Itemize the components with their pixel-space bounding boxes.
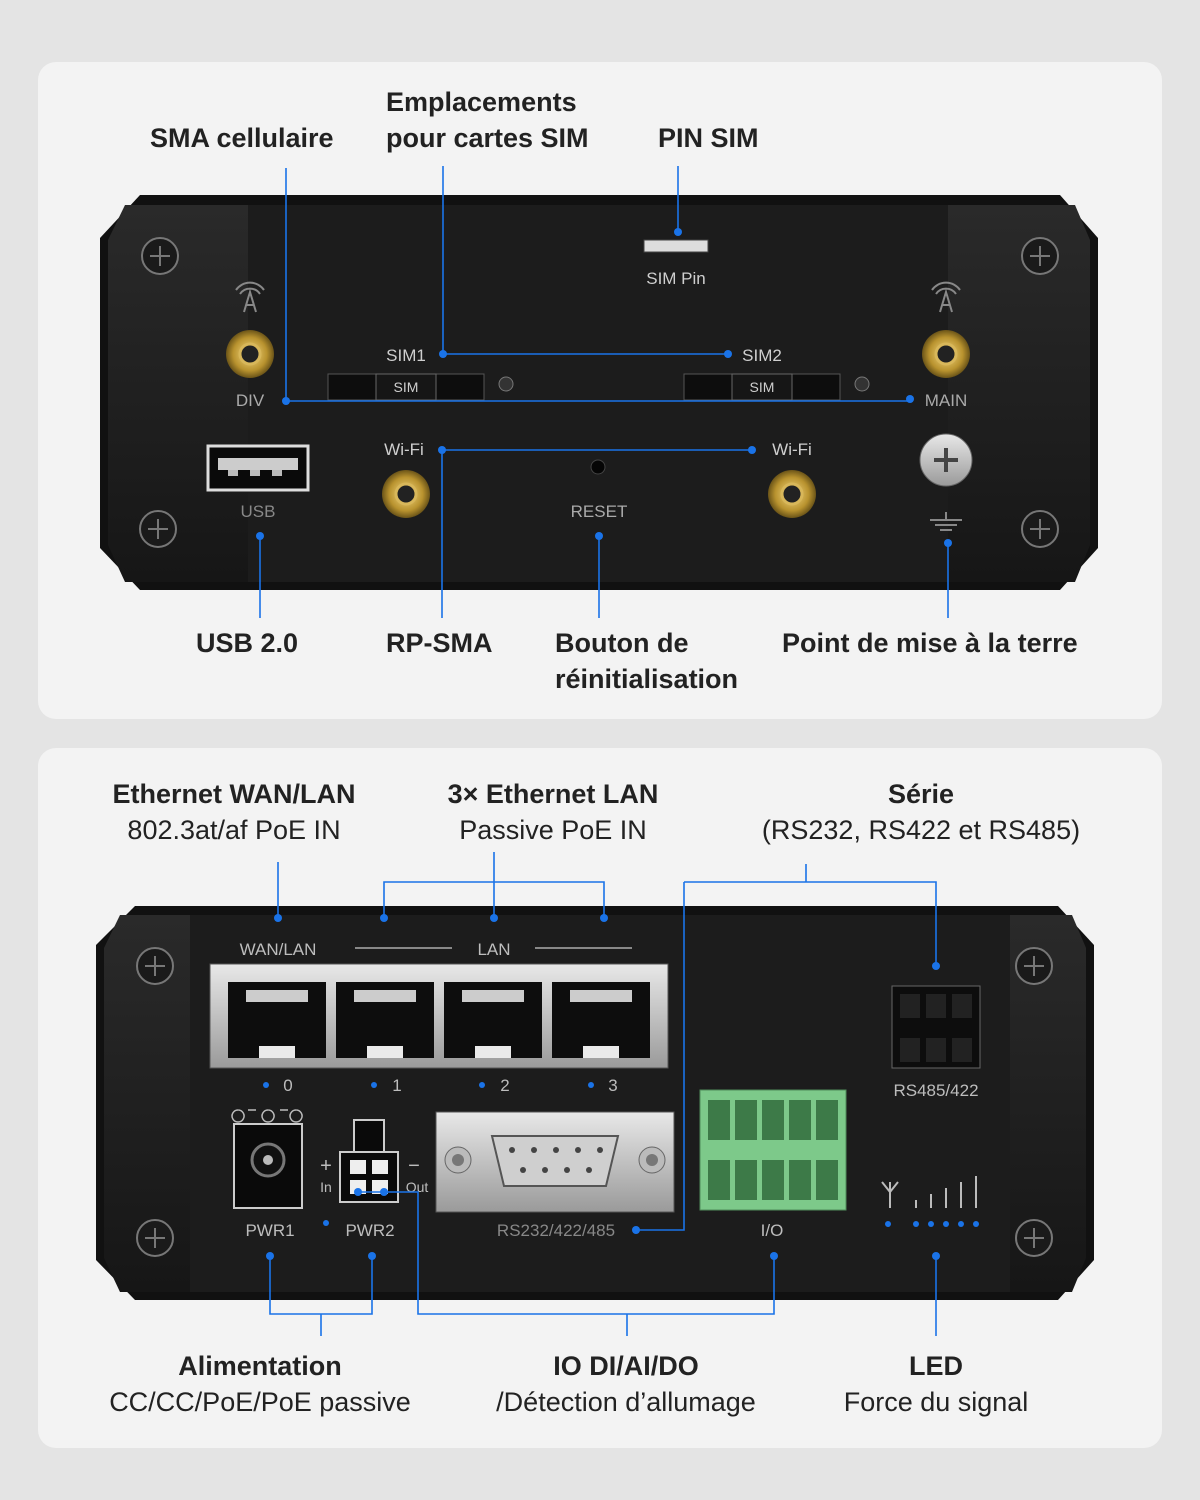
callout-io: IO DI/AI/DO /Détection d’allumage (496, 1348, 756, 1420)
callout-sim-slots: Emplacements pour cartes SIM (386, 84, 589, 156)
sim-pin-device-label: SIM Pin (646, 269, 706, 288)
callout-power-title: Alimentation (178, 1351, 342, 1381)
callout-sim-pin-text: PIN SIM (658, 123, 759, 153)
sim2-device-label: SIM2 (742, 346, 782, 365)
callout-usb: USB 2.0 (196, 625, 298, 661)
callout-reset-line2: réinitialisation (555, 664, 739, 694)
wifi-left-device-label: Wi-Fi (384, 440, 424, 459)
screw-icon (136, 947, 1053, 1257)
io-device-label: I/O (761, 1221, 784, 1240)
callout-dots-bottom (266, 914, 940, 1260)
main-device-label: MAIN (925, 391, 968, 410)
callout-ethernet-wan: Ethernet WAN/LAN 802.3at/af PoE IN (113, 776, 356, 848)
callout-serial-title: Série (887, 779, 955, 809)
rs232-device-label: RS232/422/485 (497, 1221, 615, 1240)
callout-io-title: IO DI/AI/DO (553, 1351, 699, 1381)
callout-ethernet-wan-sub: 802.3at/af PoE IN (127, 815, 341, 845)
ground-screw-icon (919, 433, 973, 531)
callout-sim-pin: PIN SIM (658, 120, 759, 156)
port-number: 2 (500, 1076, 509, 1095)
div-device-label: DIV (236, 391, 265, 410)
callout-sim-slots-line1: Emplacements (386, 87, 577, 117)
port-number: 1 (392, 1076, 401, 1095)
wifi-right-device-label: Wi-Fi (772, 440, 812, 459)
callout-led-sub: Force du signal (843, 1387, 1029, 1417)
rs485-terminal (891, 985, 981, 1069)
callout-ethernet-lan-title: 3× Ethernet LAN (447, 779, 659, 809)
signal-strength-icon (881, 1176, 977, 1208)
callout-usb-text: USB 2.0 (196, 628, 299, 658)
sim1-device-label: SIM1 (386, 346, 426, 365)
bottom-device (96, 906, 1094, 1300)
callout-serial-sub: (RS232, RS422 et RS485) (761, 815, 1081, 845)
top-device (100, 195, 1098, 590)
callout-rp-sma: RP-SMA (386, 625, 493, 661)
callout-ethernet-lan: 3× Ethernet LAN Passive PoE IN (448, 776, 659, 848)
callout-sim-slots-line2: pour cartes SIM (386, 123, 589, 153)
callout-serial: Série (RS232, RS422 et RS485) (762, 776, 1080, 848)
callout-led: LED Force du signal (844, 1348, 1029, 1420)
callout-rp-sma-text: RP-SMA (386, 628, 493, 658)
rs485-device-label: RS485/422 (893, 1081, 978, 1100)
sim-pin-slot (643, 239, 709, 253)
callout-ground-text: Point de mise à la terre (782, 628, 1078, 658)
usb-port (206, 444, 310, 492)
minus-label: − (408, 1155, 420, 1177)
sim-slot-label: SIM (750, 379, 775, 395)
out-label: Out (406, 1179, 429, 1195)
db9-serial-port (435, 1111, 675, 1213)
callout-sma-cellular: SMA cellulaire (150, 120, 334, 156)
callout-led-title: LED (908, 1351, 963, 1381)
plus-label: + (320, 1155, 332, 1177)
callout-sma-cellular-text: SMA cellulaire (150, 123, 334, 153)
callout-power: Alimentation CC/CC/PoE/PoE passive (109, 1348, 411, 1420)
reset-device-label: RESET (571, 502, 628, 521)
callout-lines-bottom (269, 852, 937, 1336)
callout-dots-top (256, 228, 952, 547)
polarity-icon (231, 1109, 303, 1123)
port-number: 3 (608, 1076, 617, 1095)
in-label: In (320, 1179, 332, 1195)
callout-ground: Point de mise à la terre (782, 625, 1078, 661)
reset-hole (590, 459, 606, 475)
wan-lan-device-label: WAN/LAN (240, 940, 317, 959)
lan-device-label: LAN (477, 940, 510, 959)
callout-reset-line1: Bouton de (555, 628, 689, 658)
callout-power-sub: CC/CC/PoE/PoE passive (109, 1387, 411, 1417)
screw-icon (139, 237, 1059, 548)
ground-symbol-icon (930, 512, 962, 531)
callout-ethernet-lan-sub: Passive PoE IN (459, 815, 647, 845)
sim-slot (327, 373, 870, 401)
usb-device-label: USB (241, 502, 276, 521)
pwr1-device-label: PWR1 (245, 1221, 294, 1240)
callout-ethernet-wan-title: Ethernet WAN/LAN (112, 779, 356, 809)
sim-slot-label: SIM (394, 379, 419, 395)
antenna-icon (235, 281, 961, 313)
sma-connector-icon (226, 330, 970, 518)
pwr1-dc-jack (231, 1109, 303, 1209)
port-number: 0 (283, 1076, 292, 1095)
pwr2-device-label: PWR2 (345, 1221, 394, 1240)
callout-reset: Bouton de réinitialisation (555, 625, 738, 697)
ethernet-ports (209, 963, 669, 1069)
callout-io-sub: /Détection d’allumage (496, 1387, 756, 1417)
led-indicators (263, 1082, 979, 1227)
io-terminal-block (699, 1089, 847, 1211)
